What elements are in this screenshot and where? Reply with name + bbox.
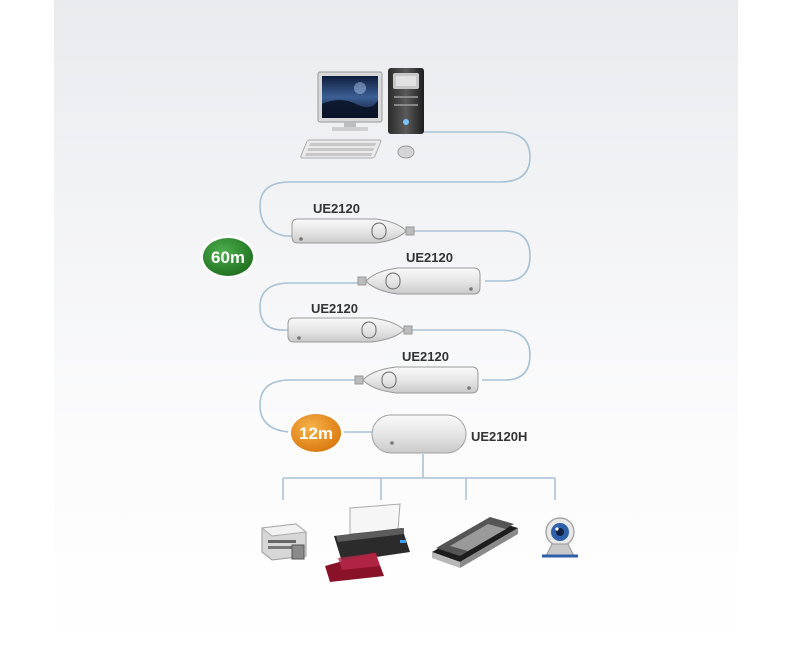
cable-extender-3-to-extender-4 [410, 329, 531, 381]
webcam-icon [542, 517, 578, 558]
distance-badge-60m-text: 60m [211, 248, 245, 267]
extender-4-label: UE2120 [402, 349, 449, 364]
cable-hub-to-devices [282, 454, 556, 500]
cable-computer-to-extender-1 [259, 131, 531, 237]
distance-badge-12m: 12m [288, 411, 344, 455]
distance-badge-12m-text: 12m [299, 424, 333, 443]
extender-3: UE2120 [287, 301, 413, 343]
cable-extender-4-to-hub [259, 379, 372, 433]
hub-label: UE2120H [471, 429, 527, 444]
extender-1-label: UE2120 [313, 201, 360, 216]
cable-extender-2-to-extender-3 [259, 282, 358, 331]
desktop-computer-icon [300, 68, 424, 159]
extender-3-label: UE2120 [311, 301, 358, 316]
extender-1: UE2120 [291, 201, 415, 244]
card-reader-icon [260, 523, 308, 561]
extender-4: UE2120 [354, 349, 479, 394]
cable-extender-1-to-extender-2 [412, 230, 531, 282]
hub-ue2120h: UE2120H [371, 414, 527, 454]
distance-badge-60m: 60m [200, 235, 256, 279]
scanner-icon [432, 517, 518, 568]
extender-2-label: UE2120 [406, 250, 453, 265]
extender-2: UE2120 [357, 250, 481, 295]
printer-icon [325, 503, 410, 582]
usb-cables [259, 131, 556, 500]
